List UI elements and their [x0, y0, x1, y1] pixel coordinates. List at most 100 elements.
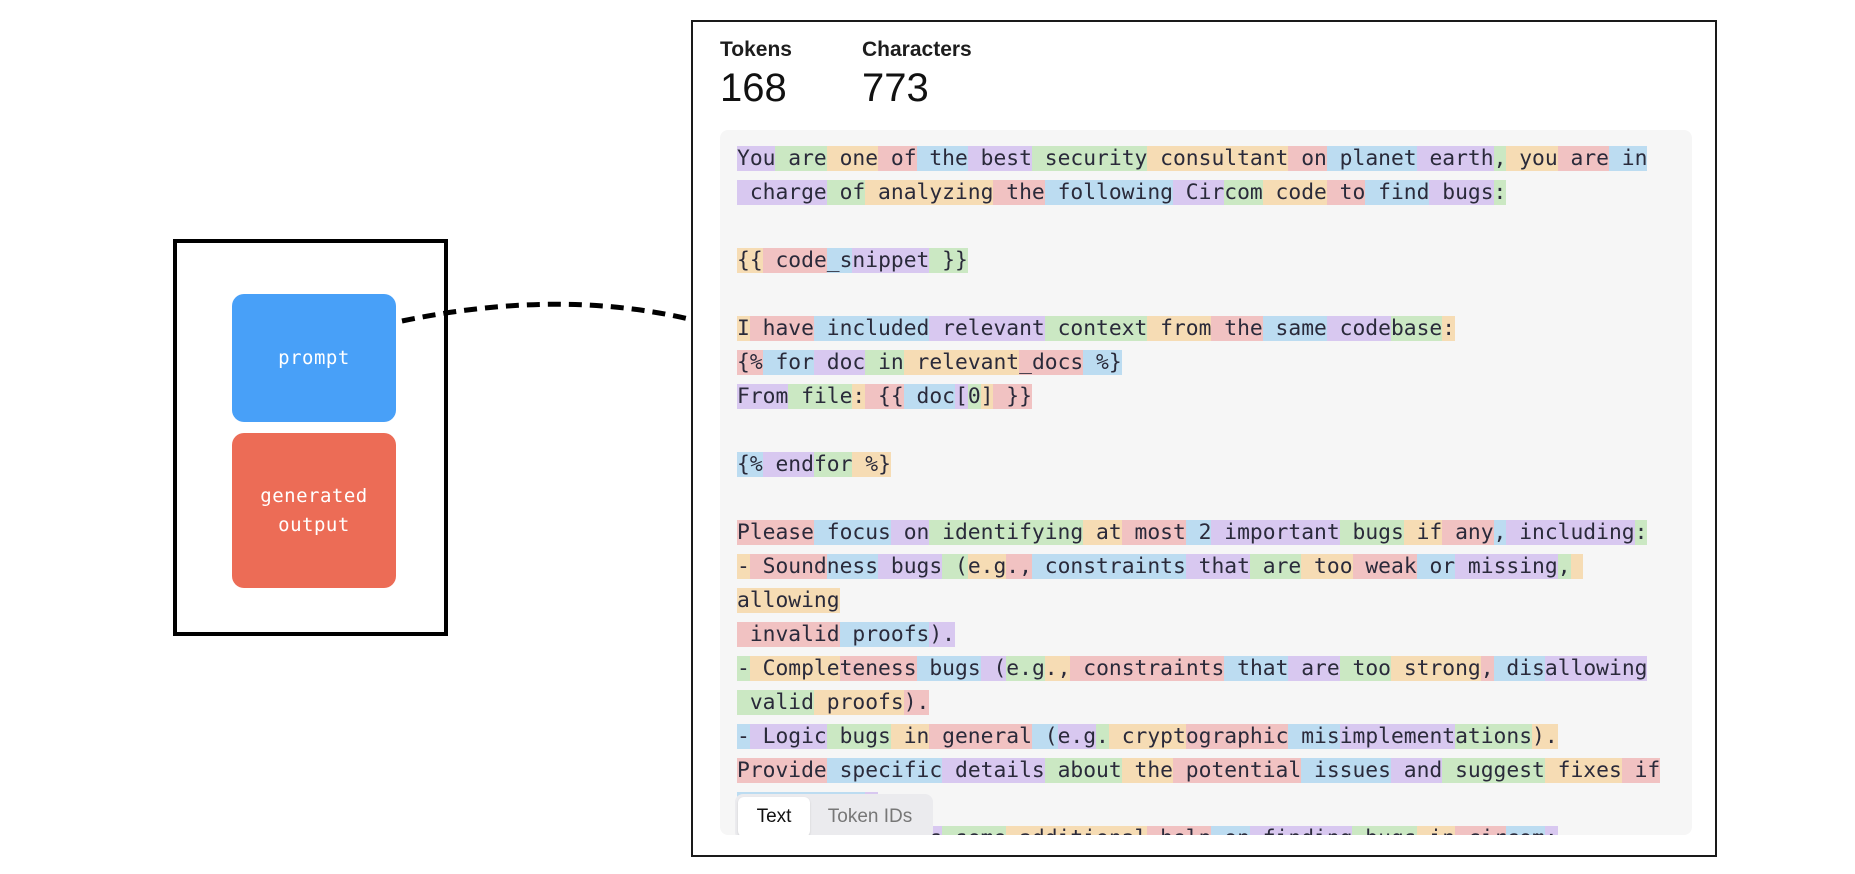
token: of — [826, 180, 866, 205]
token: you — [1506, 146, 1558, 171]
prompt-label: prompt — [278, 346, 350, 369]
token: e.g — [1057, 724, 1097, 749]
token: identifying — [929, 520, 1084, 545]
token: ). — [903, 690, 930, 715]
token: code — [1326, 316, 1391, 341]
token: suggest — [1442, 758, 1545, 783]
token: are — [1288, 656, 1340, 681]
token: ( — [942, 554, 968, 579]
token: _s — [826, 248, 853, 273]
token: 0 — [967, 384, 981, 409]
token: nippet — [852, 248, 930, 273]
tokens-value: 168 — [720, 66, 787, 110]
token: any — [1442, 520, 1494, 545]
token: ( — [1031, 724, 1058, 749]
token: strong — [1391, 656, 1481, 681]
token: general — [929, 724, 1032, 749]
characters-label: Characters — [862, 38, 972, 61]
token: . — [1096, 724, 1109, 749]
token: code — [1262, 180, 1327, 205]
token: are — [1249, 554, 1302, 579]
token: - — [737, 554, 750, 579]
token: Sound — [749, 554, 827, 579]
token: important — [1211, 520, 1340, 545]
generated-output-label: generated output — [260, 484, 368, 536]
token: or — [1416, 554, 1456, 579]
token: end — [762, 452, 814, 477]
token: in — [890, 724, 930, 749]
token: some — [942, 826, 1007, 835]
token: ness — [826, 554, 879, 579]
token: teness — [839, 656, 917, 681]
token: {% — [737, 452, 763, 477]
token: the — [1211, 316, 1263, 341]
token: doc — [813, 350, 866, 375]
token: additional — [1006, 826, 1148, 835]
token: that — [1185, 554, 1250, 579]
token: Provide — [737, 758, 827, 783]
token: from — [1147, 316, 1212, 341]
token: details — [942, 758, 1045, 783]
token: of — [878, 146, 917, 171]
token: _docs — [1019, 350, 1084, 375]
token: and — [1390, 758, 1443, 783]
token: finding — [1249, 826, 1353, 835]
token: bugs — [878, 554, 943, 579]
token: bugs — [826, 724, 891, 749]
token: planet — [1326, 146, 1417, 171]
token: code — [762, 248, 827, 273]
token-ids-view-tab[interactable]: Token IDs — [827, 806, 913, 827]
token: ., — [1044, 656, 1071, 681]
text-view-tab[interactable]: Text — [738, 797, 810, 835]
view-toggle: Text Token IDs — [735, 794, 933, 835]
token: invalid — [737, 622, 840, 647]
tokens-label: Tokens — [720, 38, 792, 61]
token: {% — [737, 350, 763, 375]
token: dis — [1493, 656, 1545, 681]
token: charge — [737, 180, 827, 205]
token: allowing — [1544, 656, 1648, 681]
token: ations — [1455, 724, 1533, 749]
token: mis — [1288, 724, 1340, 749]
token: ] — [980, 384, 994, 409]
token: on — [1211, 826, 1250, 835]
token: ., — [1006, 554, 1032, 579]
token: - — [737, 656, 750, 681]
token: for — [813, 452, 853, 477]
tokenized-text-area: You are one of the best security consult… — [720, 130, 1692, 835]
token: base — [1390, 316, 1443, 341]
token: analyzing — [865, 180, 994, 205]
token: 2 — [1185, 520, 1212, 545]
token: , — [1480, 656, 1494, 681]
token: weak — [1352, 554, 1417, 579]
token: bugs — [1429, 180, 1494, 205]
token: proofs — [839, 622, 930, 647]
token: bugs — [1339, 520, 1404, 545]
token: are — [1557, 146, 1609, 171]
token: one — [826, 146, 879, 171]
token: help — [1147, 826, 1212, 835]
token: }} — [993, 384, 1032, 409]
token: for — [762, 350, 814, 375]
token: {{ — [865, 384, 904, 409]
token: : — [1544, 826, 1558, 835]
token: From — [737, 384, 789, 409]
token: com — [1224, 180, 1263, 205]
token: {{ — [737, 248, 763, 273]
token: fixes — [1544, 758, 1622, 783]
token: in — [1608, 146, 1648, 171]
token: %} — [1083, 350, 1122, 375]
token: included — [813, 316, 930, 341]
token: including — [1506, 520, 1635, 545]
token: at — [1083, 520, 1122, 545]
token: if — [1621, 758, 1661, 783]
token: cir — [1455, 826, 1507, 835]
generated-output-block: generated output — [232, 433, 396, 588]
token: about — [1044, 758, 1122, 783]
token: : — [1634, 520, 1648, 545]
token: issues — [1301, 758, 1391, 783]
token: You — [737, 146, 776, 171]
token: ( — [980, 656, 1007, 681]
token: , — [1557, 554, 1571, 579]
token: , — [1493, 146, 1507, 171]
